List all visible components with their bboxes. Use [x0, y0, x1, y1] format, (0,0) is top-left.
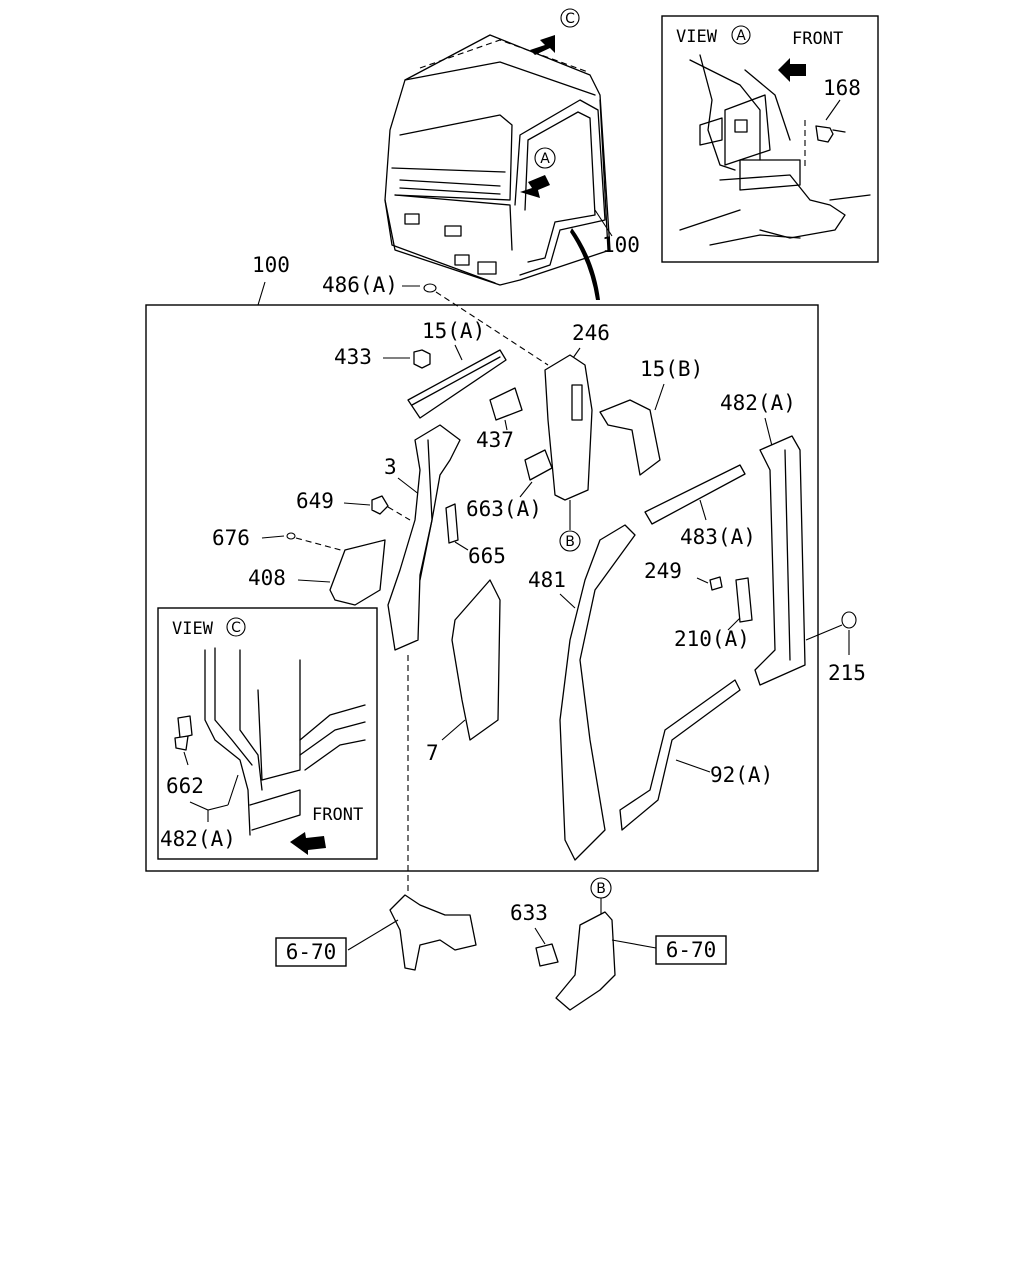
assembly-frame	[145, 304, 819, 872]
part-label-663a: 663(A)	[466, 497, 542, 521]
part-label-649: 649	[296, 489, 334, 513]
part-label-482a: 482(A)	[720, 391, 796, 415]
view-c-front-label: FRONT	[312, 805, 363, 825]
part-label-210a: 210(A)	[674, 627, 750, 651]
view-c-panel: VIEW C 662 482(A) FRONT	[157, 607, 378, 860]
part-label-15b: 15(B)	[640, 357, 703, 381]
cab-callout-label: 100	[602, 233, 640, 257]
part-label-437: 437	[476, 428, 514, 452]
part-label-676: 676	[212, 526, 250, 550]
lower-right-assembly	[555, 911, 616, 1011]
arrow-c-marker: C	[565, 11, 575, 27]
part-label-481: 481	[528, 568, 566, 592]
part-label-433: 433	[334, 345, 372, 369]
part-label-665: 665	[468, 544, 506, 568]
part-label-246: 246	[572, 321, 610, 345]
part-label-483a: 483(A)	[680, 525, 756, 549]
ref-box-left[interactable]	[275, 937, 347, 967]
assembly-label-100: 100	[252, 253, 290, 277]
marker-b-upper: B	[565, 534, 575, 550]
part-label-92a: 92(A)	[710, 763, 773, 787]
marker-b-lower: B	[596, 881, 606, 897]
view-a-panel: VIEW A FRONT 168	[661, 15, 879, 263]
arrow-a-marker: A	[540, 151, 550, 167]
part-label-408: 408	[248, 566, 286, 590]
part-label-215: 215	[828, 661, 866, 685]
view-a-front-arrow	[778, 58, 806, 82]
view-c-marker: C	[231, 620, 241, 636]
cab-illustration: C A 100	[384, 8, 640, 300]
view-c-part-482a: 482(A)	[160, 827, 236, 851]
view-a-front-label: FRONT	[792, 29, 843, 49]
lower-left-assembly	[389, 894, 477, 971]
ref-box-right[interactable]	[655, 935, 727, 965]
view-c-part-662: 662	[166, 774, 204, 798]
view-a-title: VIEW	[676, 27, 718, 47]
part-label-486a: 486(A)	[322, 273, 398, 297]
ref-label-right: 6-70	[666, 938, 717, 962]
part-label-3: 3	[384, 455, 397, 479]
view-a-marker: A	[736, 28, 746, 44]
part-label-168: 168	[823, 76, 861, 100]
ref-label-left: 6-70	[286, 940, 337, 964]
part-label-249: 249	[644, 559, 682, 583]
view-c-title: VIEW	[172, 619, 214, 639]
part-label-7: 7	[426, 741, 439, 765]
view-c-front-arrow	[290, 832, 326, 855]
part-label-633: 633	[510, 901, 548, 925]
part-label-15a: 15(A)	[422, 319, 485, 343]
